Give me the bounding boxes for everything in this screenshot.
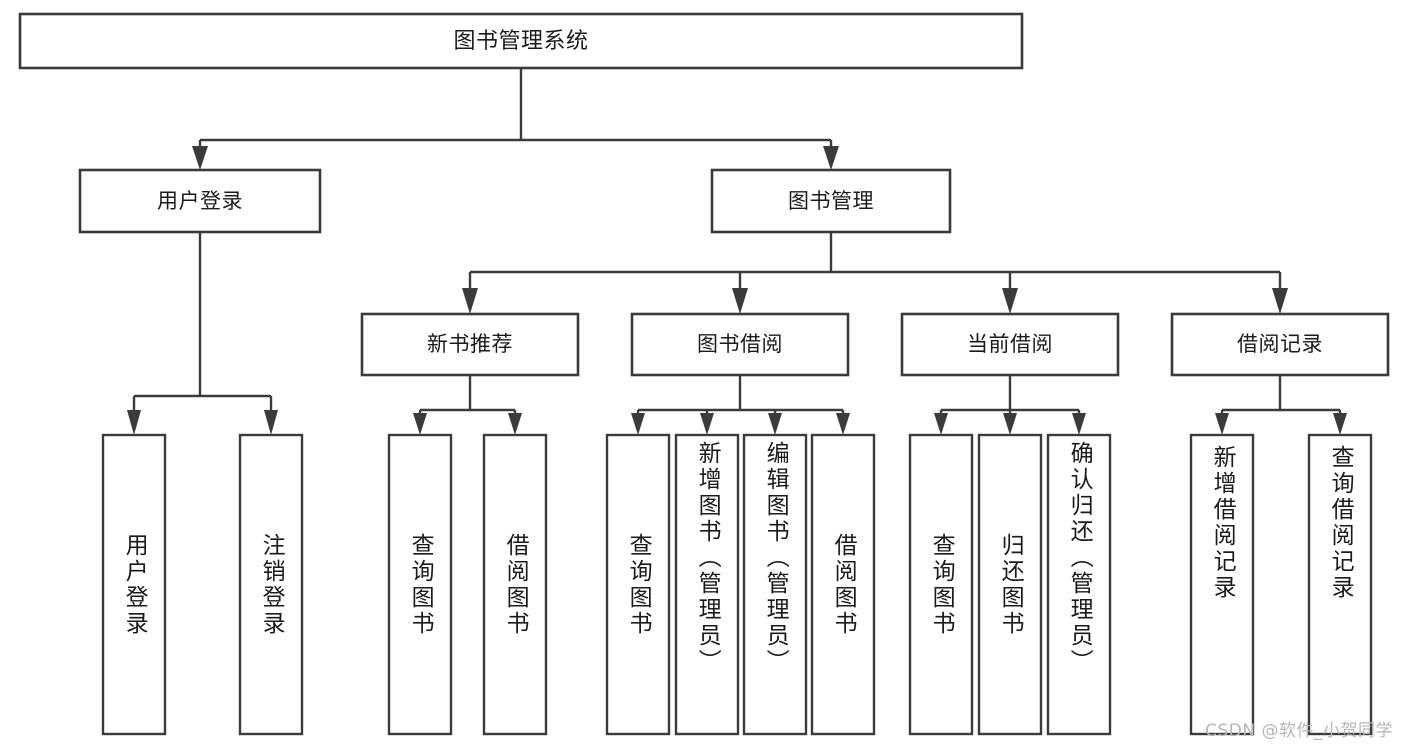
node-user-login[interactable]: 用户登录 xyxy=(78,168,322,234)
arrow-head-leaf-add-book xyxy=(700,413,714,435)
connector-group-new-book-rec-to-leaves xyxy=(413,375,522,435)
connector-group-borrow-record-to-leaves xyxy=(1215,375,1347,435)
node-root-box[interactable] xyxy=(18,12,1024,70)
node-current-borrow-label: 当前借阅 xyxy=(967,332,1053,356)
arrow-head-leaf-query-record xyxy=(1333,413,1347,435)
node-book-manage[interactable]: 图书管理 xyxy=(710,168,952,234)
node-current-borrow-box[interactable] xyxy=(900,312,1120,377)
leaf-box-query-book-a[interactable] xyxy=(387,433,453,736)
leaf-boxes-group xyxy=(101,433,1373,736)
node-borrow-record-box[interactable] xyxy=(1170,312,1390,377)
leaf-box-return-book[interactable] xyxy=(977,433,1043,736)
node-borrow-record[interactable]: 借阅记录 xyxy=(1170,312,1390,377)
arrow-head-leaf-return-book xyxy=(1003,413,1017,435)
leaf-box-query-record[interactable] xyxy=(1307,433,1373,736)
leaf-box-confirm-return[interactable] xyxy=(1046,433,1112,736)
arrow-head-leaf-user-login xyxy=(127,410,141,435)
node-root-label: 图书管理系统 xyxy=(453,29,588,54)
arrow-head-leaf-borrow-book-b xyxy=(836,413,850,435)
node-book-manage-box[interactable] xyxy=(710,168,952,234)
connector-group-root-to-level2 xyxy=(192,68,839,170)
node-book-borrow[interactable]: 图书借阅 xyxy=(630,312,850,377)
leaf-box-logout[interactable] xyxy=(238,433,304,736)
node-root[interactable]: 图书管理系统 xyxy=(18,12,1024,70)
arrow-head-current-borrow xyxy=(1002,288,1018,314)
node-book-manage-label: 图书管理 xyxy=(788,189,874,213)
leaf-box-add-book[interactable] xyxy=(674,433,740,736)
node-new-book-rec[interactable]: 新书推荐 xyxy=(360,312,580,377)
leaf-box-edit-book[interactable] xyxy=(742,433,808,736)
node-book-borrow-label: 图书借阅 xyxy=(697,332,783,356)
leaf-box-borrow-book-b[interactable] xyxy=(810,433,876,736)
arrow-head-leaf-edit-book xyxy=(768,413,782,435)
connector-group-book-borrow-to-leaves xyxy=(631,375,850,435)
arrow-head-leaf-add-record xyxy=(1215,413,1229,435)
node-current-borrow[interactable]: 当前借阅 xyxy=(900,312,1120,377)
arrow-head-book-borrow xyxy=(732,288,748,314)
connector-group-book-manage-to-level3 xyxy=(462,232,1288,314)
arrow-head-book-manage xyxy=(823,146,839,170)
node-new-book-rec-label: 新书推荐 xyxy=(427,332,513,356)
connector-group-current-borrow-to-leaves xyxy=(934,375,1086,435)
leaf-box-query-book-c[interactable] xyxy=(908,433,974,736)
leaf-box-query-book-b[interactable] xyxy=(605,433,671,736)
node-user-login-label: 用户登录 xyxy=(157,189,243,213)
leaf-box-borrow-book-a[interactable] xyxy=(482,433,548,736)
arrow-head-leaf-query-book-c xyxy=(934,413,948,435)
connector-group-user-login-to-leaves xyxy=(127,232,278,435)
leaf-box-add-record[interactable] xyxy=(1189,433,1255,736)
arrow-head-user-login xyxy=(192,146,208,170)
arrow-head-leaf-borrow-book-a xyxy=(508,413,522,435)
arrow-head-leaf-confirm-return xyxy=(1072,413,1086,435)
node-user-login-box[interactable] xyxy=(78,168,322,234)
arrow-head-new-book-rec xyxy=(462,288,478,314)
arrow-head-borrow-record xyxy=(1272,288,1288,314)
csdn-watermark: CSDN @软件_小贺同学 xyxy=(1205,721,1393,741)
node-book-borrow-box[interactable] xyxy=(630,312,850,377)
arrow-head-leaf-query-book-a xyxy=(413,413,427,435)
node-new-book-rec-box[interactable] xyxy=(360,312,580,377)
arrow-head-leaf-query-book-b xyxy=(631,413,645,435)
leaf-box-user-login[interactable] xyxy=(101,433,167,736)
node-borrow-record-label: 借阅记录 xyxy=(1237,332,1323,356)
arrow-head-leaf-logout xyxy=(264,410,278,435)
